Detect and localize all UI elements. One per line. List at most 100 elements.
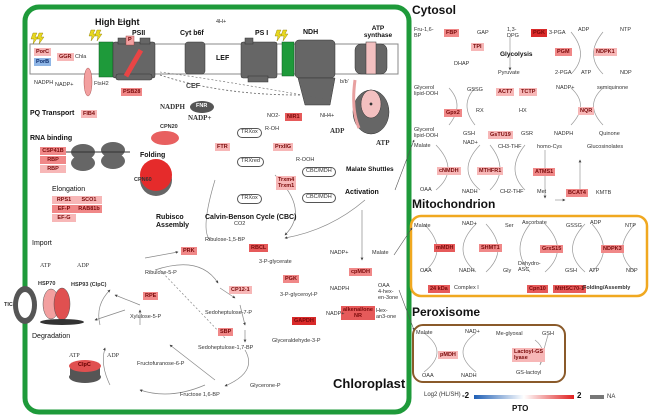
import-atp-label: ATP <box>40 263 51 269</box>
protein-mthsc70[interactable]: MtHSC70-1 <box>553 285 587 294</box>
cp-nadp2-label: NADP+ <box>326 311 345 317</box>
psii-label: PSII <box>132 30 146 37</box>
protein-porb[interactable]: PorB <box>34 58 52 67</box>
cbc-label: Calvin-Benson Cycle (CBC) <box>205 214 297 221</box>
cpn20-label: CPN20 <box>160 124 178 130</box>
glyc-ooh-label: Glycerol lipid-OOH <box>414 85 439 97</box>
protein-rbp-2[interactable]: RBP <box>40 165 66 174</box>
cbc-mdh-2: CBC/MDH <box>302 193 336 203</box>
mito-nad-label: NAD+ <box>462 221 477 227</box>
protein-prk[interactable]: PRK <box>181 247 197 256</box>
lhc-ii <box>98 41 114 78</box>
r-oh-label: R-OH <box>265 126 280 132</box>
nadp-fnr-label: NADP+ <box>188 114 212 122</box>
nh4-label: NH4+ <box>320 113 335 119</box>
semiquinone-label: semiquinone <box>597 85 629 91</box>
protein-rab81b[interactable]: RAB81b <box>76 205 102 214</box>
protein-shmt1[interactable]: SHMT1 <box>479 244 502 253</box>
degradation-adp-label: ADP <box>107 353 120 359</box>
protein-atms1[interactable]: ATMS1 <box>533 168 556 177</box>
r-ooh-label: R-OOH <box>296 157 315 163</box>
protein-rps1[interactable]: RPS1 <box>52 196 76 205</box>
protein-trxm4-trxm1[interactable]: Trxm4 Trxm1 <box>276 176 297 191</box>
protein-prxiig[interactable]: PrxIIG <box>273 143 294 152</box>
ftsh2-label: FtsH2 <box>94 81 109 87</box>
protein-nqr[interactable]: NQR <box>578 107 595 116</box>
cyt-nadh-label: NADH <box>462 189 478 195</box>
3pg-label: 3-P-glycerate <box>259 259 292 265</box>
protein-pgk[interactable]: PGK <box>283 275 299 284</box>
proton-label-2: 4H+ <box>216 19 227 25</box>
protein-ggr[interactable]: GGR <box>57 53 74 62</box>
protein-pgm[interactable]: PGM <box>555 48 572 57</box>
protein-ef-p[interactable]: EF-P <box>52 205 76 214</box>
meglyoxal-label: Me-glyoxal <box>496 331 523 337</box>
protein-pgk-cytosol[interactable]: PGK <box>531 29 547 38</box>
gssg-label: GSSG <box>467 87 483 93</box>
protein-fib4[interactable]: FIB4 <box>81 110 97 119</box>
cef-label: CEF <box>186 83 200 90</box>
protein-lactoyl-gs-lyase[interactable]: Lactoyl-GS lyase <box>512 348 546 363</box>
rubisco-assembly-label: Rubisco Assembly <box>156 214 190 230</box>
protein-sbp[interactable]: SBP <box>218 328 234 337</box>
protein-ndpk3[interactable]: NDPK3 <box>601 245 624 254</box>
co2-label: CO2 <box>234 221 246 227</box>
protein-fbp[interactable]: FBP <box>444 29 459 38</box>
quinone-label: Quinone <box>599 131 620 137</box>
protein-tctp[interactable]: TCTP <box>519 88 538 97</box>
protein-mmdh[interactable]: mMDH <box>434 244 456 253</box>
ribosomes <box>65 142 130 171</box>
protein-pmdh[interactable]: pMDH <box>438 351 458 360</box>
2pga-label: 2-PGA <box>555 70 572 76</box>
protein-bcat4[interactable]: BCAT4 <box>566 189 588 198</box>
protein-tpi[interactable]: TPI <box>471 43 484 52</box>
protein-act7[interactable]: ACT7 <box>496 88 515 97</box>
protein-rbp-1[interactable]: RBP <box>40 156 66 165</box>
rubp-label: Ribulose-1,5-BP <box>205 237 246 243</box>
import-label: Import <box>32 240 52 247</box>
oaa-hexenone-label: OAA 4-hex- en-3one <box>378 283 399 301</box>
nadph-label: NADPH <box>34 80 54 86</box>
homocys-label: homo-Cys <box>537 144 563 150</box>
protein-rbcl[interactable]: RBCL <box>249 244 269 253</box>
legend-na: NA <box>607 394 616 400</box>
protein-psb28[interactable]: PSB28 <box>121 88 143 97</box>
cyt-oaa-label: OAA <box>420 187 432 193</box>
protein-cpmdh[interactable]: cpMDH <box>349 268 372 277</box>
protein-porc[interactable]: PorC <box>34 48 52 57</box>
mitochondrion-border <box>409 214 649 298</box>
protein-alkenal-nr[interactable]: alkenal/one NR <box>341 306 375 321</box>
protein-gapdh[interactable]: GAPDH <box>292 317 316 326</box>
legend-title: Log2 (HL/SH) <box>424 392 461 398</box>
adp-label: ADP <box>330 127 345 135</box>
protein-cpn10[interactable]: Cpn10 <box>527 285 548 294</box>
gap-label: GAP <box>477 30 489 36</box>
glucosinolates-label: Glucosinolates <box>587 144 624 150</box>
legend-max: 2 <box>577 391 582 400</box>
mito-adp-label: ADP <box>590 220 602 226</box>
hsp70-label: HSP70 <box>38 281 56 287</box>
protein-gpx2[interactable]: Gpx2 <box>444 109 462 118</box>
mito-malate-label: Malate <box>414 223 431 229</box>
protein-mthfr1[interactable]: MTHFR1 <box>477 167 504 176</box>
protein-gstu19[interactable]: GsTU19 <box>488 131 513 140</box>
protein-24kda[interactable]: 24 kDa <box>428 285 450 294</box>
glycerone-label: Glycerone-P <box>250 383 281 389</box>
protein-cp12[interactable]: CP12-1 <box>229 286 252 295</box>
per-nadh-label: NADH <box>461 373 477 379</box>
cpn60-label: CPN60 <box>134 177 152 183</box>
protein-rpe[interactable]: RPE <box>143 292 159 301</box>
protein-cnmdh[interactable]: cNMDH <box>437 167 461 176</box>
protein-nir1[interactable]: NIR1 <box>285 113 302 122</box>
protein-ef-g[interactable]: EF-G <box>52 214 76 223</box>
mito-gsh-label: GSH <box>565 268 577 274</box>
protein-grxs15[interactable]: GrxS15 <box>540 245 564 254</box>
protein-ndpk1[interactable]: NDPK1 <box>594 48 617 57</box>
protein-csp41b[interactable]: CSP41B <box>40 147 66 156</box>
proton-label-1: 4H+ <box>118 19 129 25</box>
protein-ftr[interactable]: FTR <box>215 143 230 152</box>
rna-binding-label: RNA binding <box>30 135 73 142</box>
cyt-adp-label: ADP <box>578 27 590 33</box>
protein-sco1[interactable]: SCO1 <box>76 196 102 205</box>
cytosol-title: Cytosol <box>412 3 457 17</box>
